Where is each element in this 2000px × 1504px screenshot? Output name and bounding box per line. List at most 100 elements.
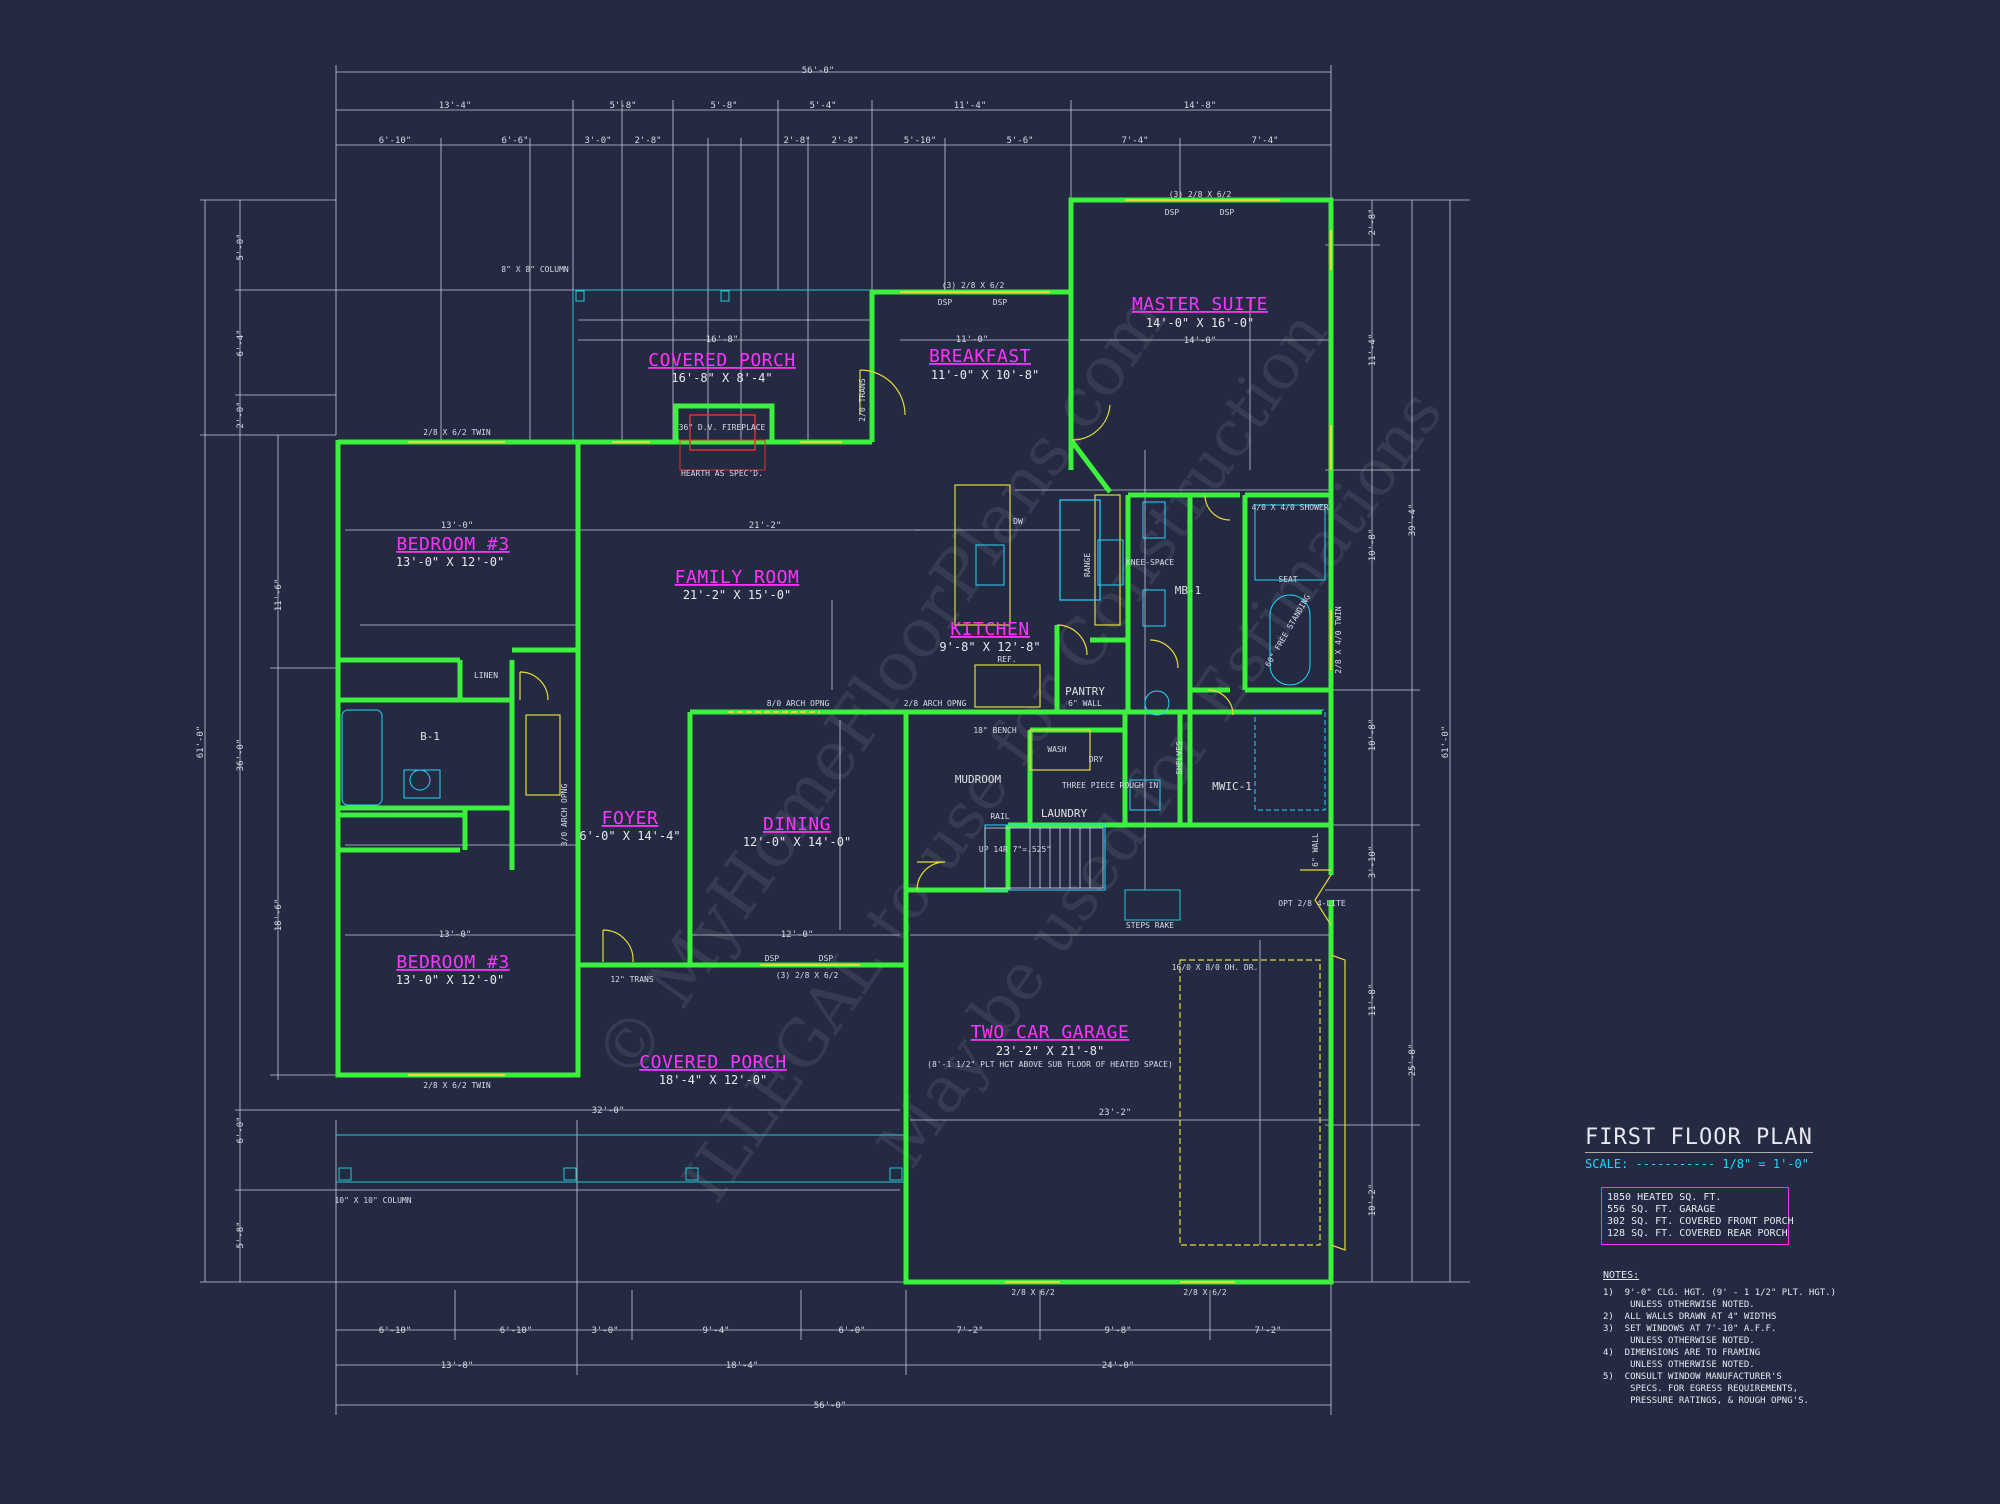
dim-bot-5: 6'-0" — [838, 1326, 865, 1336]
room-breakfast-dim: 11'-0" — [956, 335, 989, 345]
note-line: SPECS. FOR EGRESS REQUIREMENTS, — [1603, 1384, 1799, 1394]
label-mwic1: MWIC-1 — [1212, 780, 1252, 793]
label-steps: STEPS RAKE — [1126, 921, 1174, 930]
room-covered-porch-rear-dim: 16'-8" — [706, 335, 739, 345]
dim-top-4: 5'-4" — [809, 101, 836, 111]
room-family-dim: 21'-2" — [749, 521, 782, 531]
dim-bot-1: 6'-10" — [379, 1326, 412, 1336]
label-dsp-5: DSP — [765, 954, 780, 963]
dim-bot2-3: 24'-0" — [1102, 1361, 1135, 1371]
dim-left-overall: 61'-0" — [196, 726, 206, 759]
stairs — [984, 827, 1104, 889]
area-rear-porch: 128 SQ. FT. COVERED REAR PORCH — [1607, 1228, 1788, 1239]
room-garage-size: 23'-2" X 21'-8" — [996, 1044, 1104, 1058]
dim-bot-6: 7'-2" — [956, 1326, 983, 1336]
fixtures-yellow — [519, 369, 1346, 1251]
label-opt-door: OPT 2/8 4-LITE — [1278, 899, 1346, 908]
label-linen: LINEN — [474, 671, 498, 680]
dim-right-2: 11'-4" — [1368, 334, 1378, 367]
label-pantry-wall: 6" WALL — [1068, 699, 1102, 708]
dim-top2-6: 2'-8" — [831, 136, 858, 146]
note-line: UNLESS OTHERWISE NOTED. — [1603, 1360, 1755, 1370]
dim-top2-2: 6'-6" — [501, 136, 528, 146]
label-shelves: SHELVES — [1175, 741, 1184, 775]
label-wall-6: 6" WALL — [1311, 833, 1320, 867]
title-block: FIRST FLOOR PLAN SCALE: ----------- 1/8"… — [1585, 1125, 1815, 1171]
label-dry: DRY — [1089, 755, 1104, 764]
dim-bot-8: 7'-2" — [1254, 1326, 1281, 1336]
dim-top2-9: 7'-4" — [1121, 136, 1148, 146]
label-ref: REF. — [997, 655, 1016, 664]
label-pantry: PANTRY — [1065, 685, 1105, 698]
room-kitchen-size: 9'-8" X 12'-8" — [939, 640, 1040, 654]
label-rail: RAIL — [990, 812, 1009, 821]
label-twin-top: 2/8 X 6/2 TWIN — [423, 428, 491, 437]
room-master-suite-name: MASTER SUITE — [1132, 294, 1268, 315]
dim-top-overall: 56'-0" — [802, 66, 835, 76]
label-b1: B-1 — [420, 730, 440, 743]
label-seat: SEAT — [1278, 575, 1297, 584]
dim-left-7: 6'-0" — [236, 1116, 246, 1143]
label-dsp-4: DSP — [993, 298, 1008, 307]
room-bedroom-top-name: BEDROOM #3 — [396, 534, 509, 555]
label-hearth: HEARTH AS SPEC'D. — [681, 469, 763, 478]
porch-outlines — [336, 289, 1181, 1183]
note-line: UNLESS OTHERWISE NOTED. — [1603, 1300, 1755, 1310]
room-family-size: 21'-2" X 15'-0" — [683, 588, 791, 602]
room-bedroom-top-size: 13'-0" X 12'-0" — [396, 555, 504, 569]
notes-title: NOTES: — [1603, 1270, 1640, 1281]
label-garage-win-2: 2/8 X 6/2 — [1183, 1288, 1227, 1297]
dim-right-7: 11'-8" — [1368, 984, 1378, 1017]
dim-right-5: 10'-8" — [1368, 719, 1378, 752]
label-column-bottom: 10" X 10" COLUMN — [334, 1196, 411, 1205]
room-covered-porch-front-name: COVERED PORCH — [639, 1052, 786, 1073]
label-dsp-1: DSP — [1165, 208, 1180, 217]
room-family-name: FAMILY ROOM — [675, 567, 800, 588]
area-front-porch: 302 SQ. FT. COVERED FRONT PORCH — [1607, 1216, 1794, 1227]
label-mudroom: MUDROOM — [955, 773, 1002, 786]
dim-top2-5: 2'-8" — [783, 136, 810, 146]
room-bedroom-top-dim: 13'-0" — [441, 521, 474, 531]
note-line: 1) 9'-0" CLG. HGT. (9' - 1 1/2" PLT. HGT… — [1603, 1288, 1836, 1298]
label-dsp-3: DSP — [938, 298, 953, 307]
room-kitchen-name: KITCHEN — [950, 619, 1029, 640]
dim-top2-8: 5'-6" — [1006, 136, 1033, 146]
dim-right-overall: 61'-0" — [1441, 726, 1451, 759]
note-line: 5) CONSULT WINDOW MANUFACTURER'S — [1603, 1372, 1782, 1382]
notes-block: NOTES: 1) 9'-0" CLG. HGT. (9' - 1 1/2" P… — [1603, 1270, 1836, 1407]
dim-left-1: 5'-0" — [236, 233, 246, 260]
dim-left-8: 5'-8" — [236, 1221, 246, 1248]
label-bench: 18" BENCH — [973, 726, 1017, 735]
dim-right-8: 25'-8" — [1408, 1044, 1418, 1077]
label-win-top: (3) 2/8 X 6/2 — [1169, 190, 1232, 199]
dim-top-6: 14'-8" — [1184, 101, 1217, 111]
label-twin-right: 2/8 X 4/0 TWIN — [1334, 606, 1343, 674]
dim-left-6: 18'-6" — [274, 899, 284, 932]
dim-bottom-overall: 56'-0" — [814, 1401, 847, 1411]
area-summary-box: 1850 HEATED SQ. FT. 556 SQ. FT. GARAGE 3… — [1601, 1187, 1794, 1245]
note-line: 3) SET WINDOWS AT 7'-10" A.F.F. — [1603, 1324, 1777, 1334]
room-bedroom-bottom-dim: 13'-0" — [439, 930, 472, 940]
label-arch-kitchen: 2/8 ARCH OPNG — [904, 699, 967, 708]
room-covered-porch-front-size: 18'-4" X 12'-0" — [659, 1073, 767, 1087]
label-twin-bottom: 2/8 X 6/2 TWIN — [423, 1081, 491, 1090]
label-arch-dining: 8/0 ARCH OPNG — [767, 699, 830, 708]
label-up: UP 14R 7"=.525" — [979, 845, 1051, 854]
room-master-suite-dim: 14'-0" — [1184, 336, 1217, 346]
note-line: 4) DIMENSIONS ARE TO FRAMING — [1603, 1348, 1761, 1358]
label-dsp-2: DSP — [1220, 208, 1235, 217]
label-trans-top: 2/0 TRANS — [858, 378, 867, 422]
label-fireplace: 36" D.V. FIREPLACE — [679, 423, 766, 432]
room-bedroom-bottom-size: 13'-0" X 12'-0" — [396, 973, 504, 987]
label-garage-win-1: 2/8 X 6/2 — [1011, 1288, 1055, 1297]
room-dining-name: DINING — [763, 814, 831, 835]
label-arch-foyer: 3/0 ARCH OPNG — [560, 784, 569, 847]
label-ohd: 16/0 X 8/0 OH. DR. — [1172, 963, 1259, 972]
dim-bot-4: 9'-4" — [702, 1326, 729, 1336]
windows — [408, 199, 1332, 1283]
area-garage: 556 SQ. FT. GARAGE — [1607, 1204, 1716, 1215]
dim-top2-7: 5'-10" — [904, 136, 937, 146]
room-master-suite-size: 14'-0" X 16'-0" — [1146, 316, 1254, 330]
room-breakfast-size: 11'-0" X 10'-8" — [931, 368, 1039, 382]
dim-bot-7: 9'-8" — [1104, 1326, 1131, 1336]
